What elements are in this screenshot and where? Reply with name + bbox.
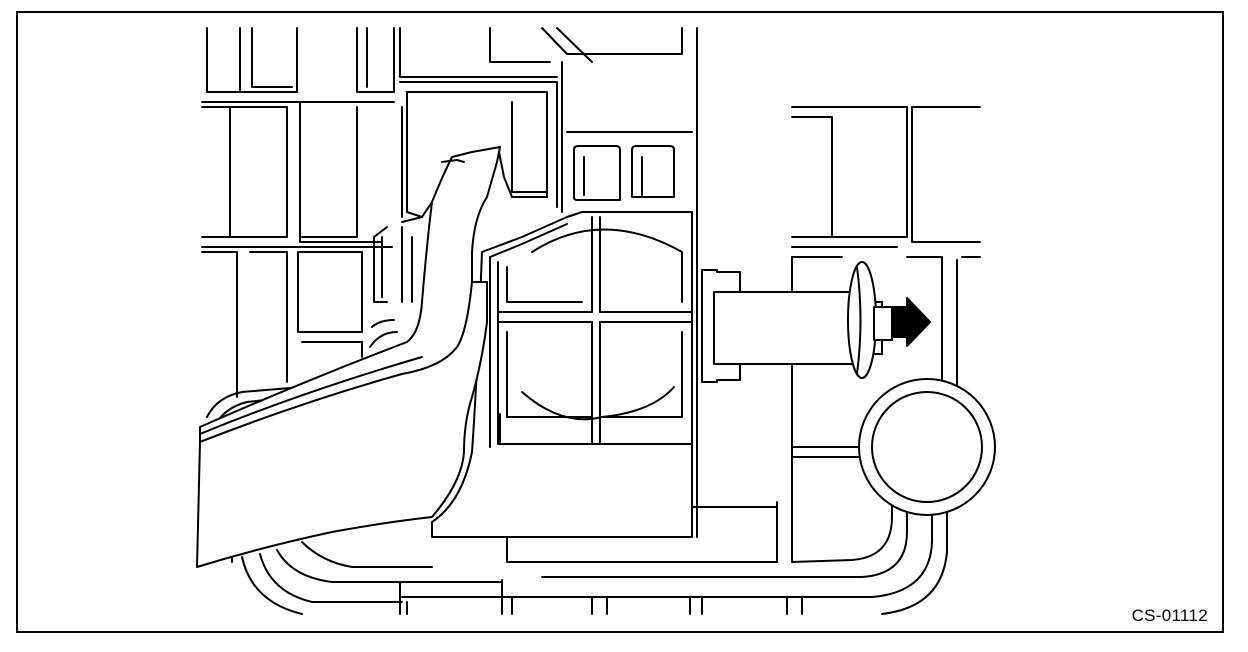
pull-direction-arrow <box>891 297 931 347</box>
shift-mechanism-diagram <box>196 27 996 615</box>
hand <box>196 281 488 568</box>
shaft-assembly <box>701 261 893 383</box>
right-housing-ribs <box>401 106 981 615</box>
gate-housing <box>431 211 693 538</box>
housing-ribs <box>201 27 698 538</box>
figure-code: CS-01112 <box>1131 606 1208 625</box>
figure-frame: CS-01112 <box>16 11 1224 633</box>
round-cap <box>858 378 996 516</box>
